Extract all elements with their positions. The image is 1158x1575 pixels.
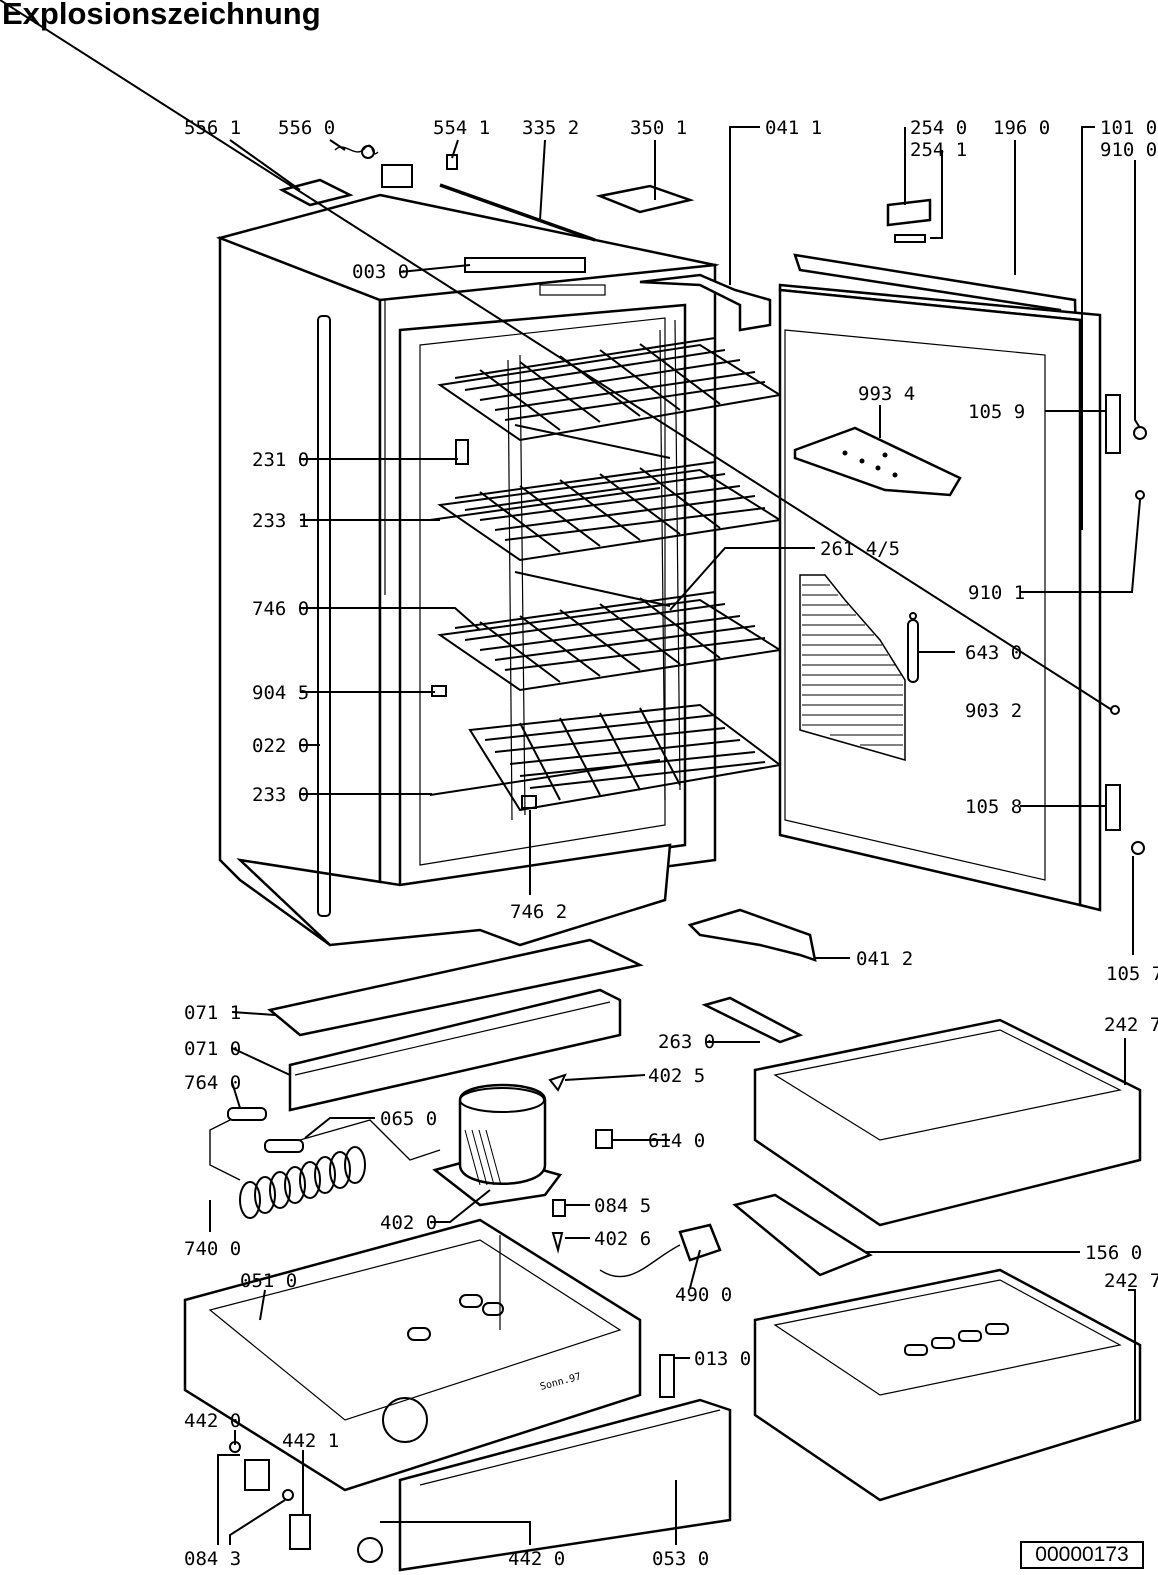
part-label: 105 8 (965, 796, 1022, 818)
part-label: 242 7 (1104, 1270, 1158, 1292)
small-parts (229, 1073, 722, 1563)
part-label: 233 0 (252, 784, 309, 806)
part-label: 263 0 (658, 1031, 715, 1053)
part-label: 903 2 (965, 700, 1022, 722)
part-label: 254 0 (910, 117, 967, 139)
part-label: 041 1 (765, 117, 822, 139)
part-label: 084 3 (184, 1548, 241, 1570)
part-label: 254 1 (910, 139, 967, 161)
part-label: 196 0 (993, 117, 1050, 139)
part-label: 013 0 (694, 1348, 751, 1370)
part-label: 051 0 (240, 1270, 297, 1292)
part-number-labels: 556 1 556 0 554 1 335 2 350 1 041 1 254 … (184, 117, 1158, 1570)
part-label: 643 0 (965, 642, 1022, 664)
part-label: 350 1 (630, 117, 687, 139)
part-label: 442 1 (282, 1430, 339, 1452)
top-accessories (278, 144, 772, 332)
part-label: 084 5 (594, 1195, 651, 1217)
part-label: 556 1 (184, 117, 241, 139)
part-label: 993 4 (858, 383, 915, 405)
part-label: 910 1 (968, 582, 1025, 604)
part-label: 101 0 (1100, 117, 1157, 139)
part-label: 746 0 (252, 598, 309, 620)
page-title: Explosionszeichnung (2, 0, 321, 31)
part-label: 065 0 (380, 1108, 437, 1130)
part-label: 335 2 (522, 117, 579, 139)
part-label: 041 2 (856, 948, 913, 970)
part-label: 490 0 (675, 1284, 732, 1306)
part-label: 242 7 (1104, 1014, 1158, 1036)
door-assembly (778, 198, 1147, 912)
part-label: 556 0 (278, 117, 335, 139)
part-label: 053 0 (652, 1548, 709, 1570)
part-label: 071 0 (184, 1038, 241, 1060)
part-label: 402 5 (648, 1065, 705, 1087)
part-label: 105 7 (1106, 963, 1158, 985)
part-label: 402 6 (594, 1228, 651, 1250)
condenser-coil (209, 1107, 441, 1219)
leader-lines (0, 0, 1141, 1545)
part-label: 071 1 (184, 1002, 241, 1024)
part-label: 105 9 (968, 401, 1025, 423)
part-label: 231 0 (252, 449, 309, 471)
crisper-drawers (732, 1018, 1142, 1502)
part-label: 442 0 (184, 1410, 241, 1432)
part-label: 261 4/5 (820, 538, 900, 560)
part-label: 442 0 (508, 1548, 565, 1570)
part-label: 910 0 (1100, 139, 1157, 161)
bottom-hinge (687, 908, 817, 962)
part-label: 614 0 (648, 1130, 705, 1152)
part-label: 156 0 (1085, 1242, 1142, 1264)
part-label: 402 0 (380, 1212, 437, 1234)
part-label: 554 1 (433, 117, 490, 139)
part-label: 764 0 (184, 1072, 241, 1094)
part-label: 022 0 (252, 735, 309, 757)
part-label: 746 2 (510, 901, 567, 923)
part-label: 904 5 (252, 682, 309, 704)
part-label: 740 0 (184, 1238, 241, 1260)
document-number: 00000173 (1020, 1541, 1144, 1569)
part-label: 233 1 (252, 510, 309, 532)
base-and-covers (183, 938, 804, 1572)
part-label: 003 0 (352, 261, 409, 283)
compressor (432, 1083, 563, 1207)
